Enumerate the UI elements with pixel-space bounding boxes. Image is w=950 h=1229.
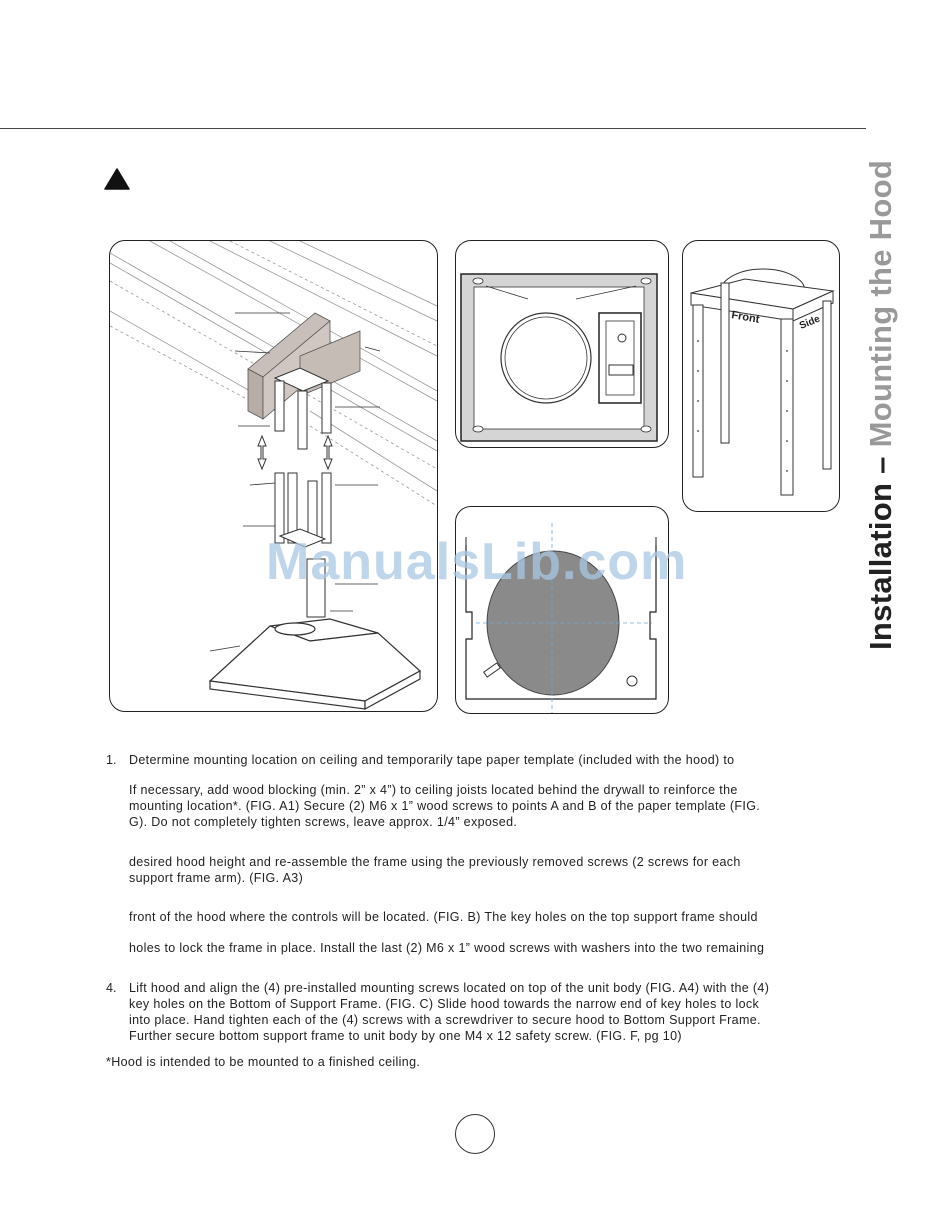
- step3-line1: front of the hood where the controls wil…: [129, 910, 758, 924]
- section-title-vertical: Installation – Mounting the Hood: [863, 159, 898, 650]
- header-rule: [0, 128, 866, 129]
- figure-b-drawing: [460, 273, 658, 442]
- step3-line2: holes to lock the frame in place. Instal…: [129, 941, 765, 955]
- frame-label-front: Front: [730, 309, 760, 326]
- figure-g-drawing: [465, 523, 657, 713]
- figure-a-drawing: [110, 241, 437, 711]
- step1-number: 1.: [106, 753, 117, 767]
- watermark: ManualsLib.com: [266, 533, 688, 591]
- step1-line1: Determine mounting location on ceiling a…: [129, 753, 735, 767]
- figure-a-exploded-diagram: [109, 240, 438, 712]
- step1-line2: If necessary, add wood blocking (min. 2”…: [129, 783, 738, 797]
- step4-line3: into place. Hand tighten each of the (4)…: [129, 1013, 761, 1027]
- step1-line3: mounting location*. (FIG. A1) Secure (2)…: [129, 799, 761, 813]
- step1-line4: G). Do not completely tighten screws, le…: [129, 815, 518, 829]
- figure-c-drawing: Front Side: [690, 268, 835, 496]
- step4-line4: Further secure bottom support frame to u…: [129, 1029, 682, 1043]
- figure-c-support-frame: Front Side: [682, 240, 840, 512]
- figure-g-paper-template: [455, 506, 669, 714]
- step2-line1: desired hood height and re-assemble the …: [129, 855, 741, 869]
- footnote: *Hood is intended to be mounted to a fin…: [106, 1055, 421, 1069]
- step4-number: 4.: [106, 981, 117, 995]
- step4-line2: key holes on the Bottom of Support Frame…: [129, 997, 760, 1011]
- step4-line1: Lift hood and align the (4) pre-installe…: [129, 981, 770, 995]
- page-number-circle: [455, 1114, 495, 1154]
- figure-b-frame-top-view: [455, 240, 669, 448]
- warning-icon: [104, 168, 130, 190]
- step2-line2: support frame arm). (FIG. A3): [129, 871, 304, 885]
